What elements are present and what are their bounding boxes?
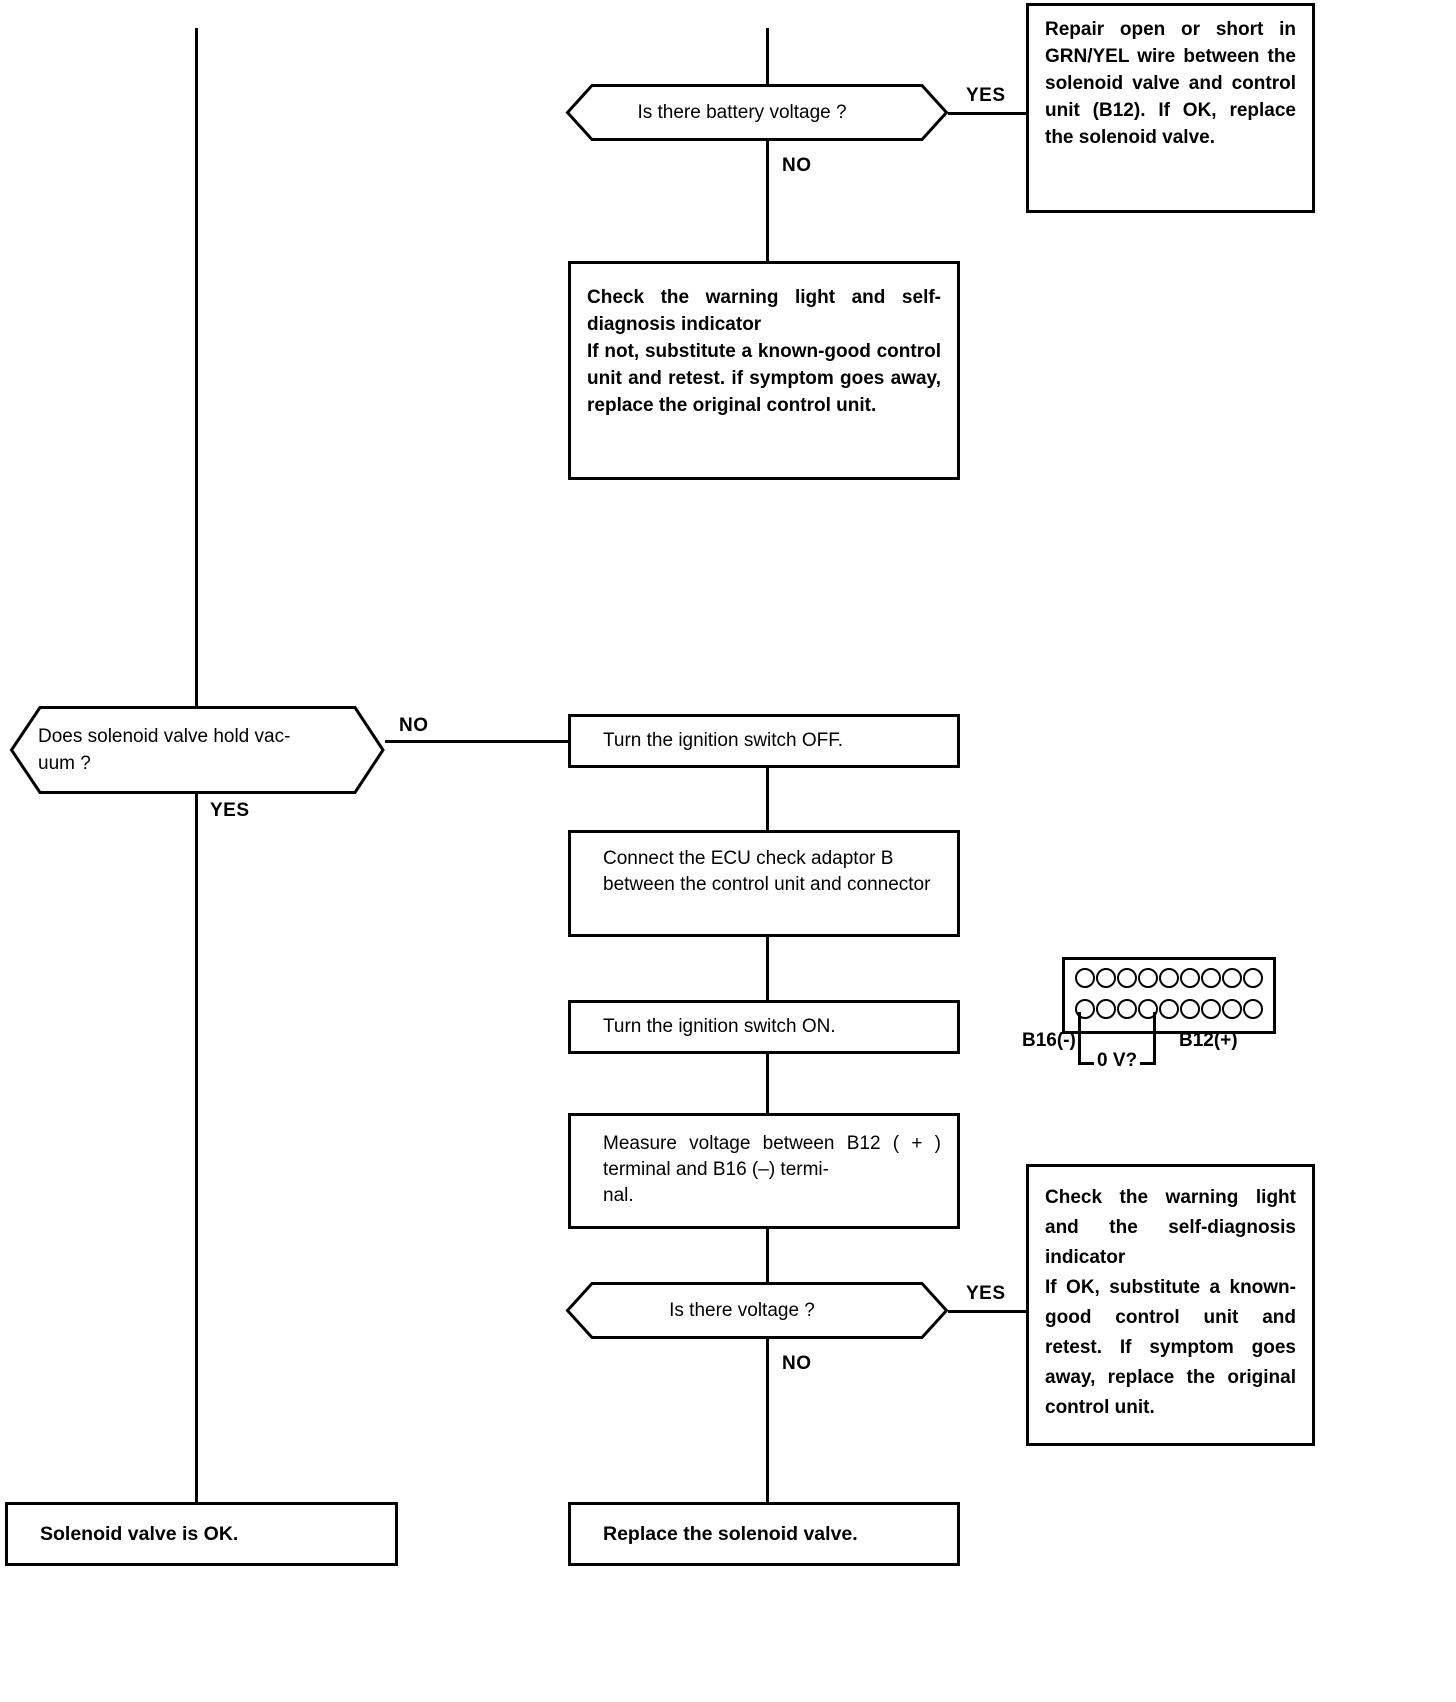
- box-check-warning-light-indicator-1-text: Check the warning light and self-diagnos…: [587, 287, 941, 416]
- pin-bottom-8: [1222, 999, 1242, 1019]
- box-check-warning-light-indicator-2-text: Check the warning light and the self-dia…: [1045, 1187, 1296, 1418]
- box-solenoid-valve-is-ok-text: Solenoid valve is OK.: [40, 1523, 239, 1545]
- line-adaptor-to-ignitionon: [766, 936, 769, 1001]
- pin-top-7: [1201, 968, 1221, 988]
- decision-is-there-voltage[interactable]: Is there voltage ?: [565, 1282, 949, 1339]
- decision-is-there-voltage-label: Is there voltage ?: [669, 1300, 815, 1321]
- box-turn-ignition-on[interactable]: Turn the ignition switch ON.: [568, 1000, 960, 1054]
- pin-bottom-3: [1117, 999, 1137, 1019]
- pin-bottom-7: [1201, 999, 1221, 1019]
- line-battery-no: [766, 140, 769, 262]
- decision-battery-voltage-label: Is there battery voltage ?: [637, 102, 847, 123]
- probe-lead-b12-vertical: [1153, 1012, 1156, 1065]
- box-replace-the-solenoid-valve[interactable]: Replace the solenoid valve.: [568, 1502, 960, 1566]
- box-connect-ecu-check-adaptor[interactable]: Connect the ECU check adaptor B between …: [568, 830, 960, 937]
- branch-label-voltage-no: NO: [782, 1353, 812, 1374]
- pin-top-9: [1243, 968, 1263, 988]
- pin-top-2: [1096, 968, 1116, 988]
- pin-top-4: [1138, 968, 1158, 988]
- decision-does-solenoid-valve-hold-vacuum[interactable]: Does solenoid valve hold vac- uum ?: [9, 706, 385, 794]
- box-repair-open-or-short[interactable]: Repair open or short in GRN/YEL wire bet…: [1026, 3, 1315, 213]
- pin-top-8: [1222, 968, 1242, 988]
- connector-label-b12-positive: B12(+): [1179, 1030, 1238, 1051]
- connector-label-b16-negative: B16(-): [1022, 1030, 1076, 1051]
- branch-label-vacuum-yes: YES: [210, 800, 250, 821]
- box-turn-ignition-off-text: Turn the ignition switch OFF.: [603, 730, 844, 751]
- connector-bottom-row: [1065, 999, 1273, 1019]
- box-measure-voltage[interactable]: Measure voltage between B12 ( + ) termin…: [568, 1113, 960, 1229]
- box-replace-the-solenoid-valve-text: Replace the solenoid valve.: [603, 1523, 858, 1545]
- box-connect-ecu-check-adaptor-text: Connect the ECU check adaptor B between …: [603, 848, 931, 895]
- line-battery-yes: [948, 112, 1026, 115]
- connector-pinout-figure: [1062, 957, 1276, 1034]
- branch-label-battery-no: NO: [782, 155, 812, 176]
- probe-lead-b16-vertical: [1078, 1012, 1081, 1065]
- connector-top-row: [1065, 968, 1273, 988]
- line-ignitionoff-to-adaptor: [766, 767, 769, 830]
- pin-top-3: [1117, 968, 1137, 988]
- line-ignitionon-to-measure: [766, 1053, 769, 1113]
- pin-bottom-5: [1159, 999, 1179, 1019]
- pin-top-1: [1075, 968, 1095, 988]
- pin-top-5: [1159, 968, 1179, 988]
- box-solenoid-valve-is-ok[interactable]: Solenoid valve is OK.: [5, 1502, 398, 1566]
- pin-bottom-9: [1243, 999, 1263, 1019]
- box-repair-open-or-short-text: Repair open or short in GRN/YEL wire bet…: [1045, 19, 1296, 148]
- box-turn-ignition-on-text: Turn the ignition switch ON.: [603, 1016, 836, 1037]
- branch-label-voltage-yes: YES: [966, 1283, 1006, 1304]
- pin-top-6: [1180, 968, 1200, 988]
- line-left-spine-top: [195, 28, 198, 728]
- line-top-into-battery-decision: [766, 28, 769, 86]
- connector-label-0v: 0 V?: [1094, 1050, 1141, 1072]
- pin-bottom-6: [1180, 999, 1200, 1019]
- line-voltage-no: [766, 1338, 769, 1502]
- branch-label-battery-yes: YES: [966, 85, 1006, 106]
- box-measure-voltage-text: Measure voltage between B12 ( + ) termin…: [603, 1133, 941, 1206]
- box-check-warning-light-indicator-2[interactable]: Check the warning light and the self-dia…: [1026, 1164, 1315, 1446]
- box-check-warning-light-indicator-1[interactable]: Check the warning light and self-diagnos…: [568, 261, 960, 480]
- branch-label-vacuum-no: NO: [399, 715, 429, 736]
- decision-hold-vacuum-label: Does solenoid valve hold vac- uum ?: [38, 726, 291, 774]
- line-voltage-yes: [948, 1310, 1026, 1313]
- line-left-spine-bottom: [195, 790, 198, 1502]
- line-vacuum-no: [385, 740, 570, 743]
- line-measure-to-voltagedecision: [766, 1228, 769, 1283]
- decision-is-there-battery-voltage[interactable]: Is there battery voltage ?: [565, 84, 949, 141]
- pin-bottom-2: [1096, 999, 1116, 1019]
- box-turn-ignition-off[interactable]: Turn the ignition switch OFF.: [568, 714, 960, 768]
